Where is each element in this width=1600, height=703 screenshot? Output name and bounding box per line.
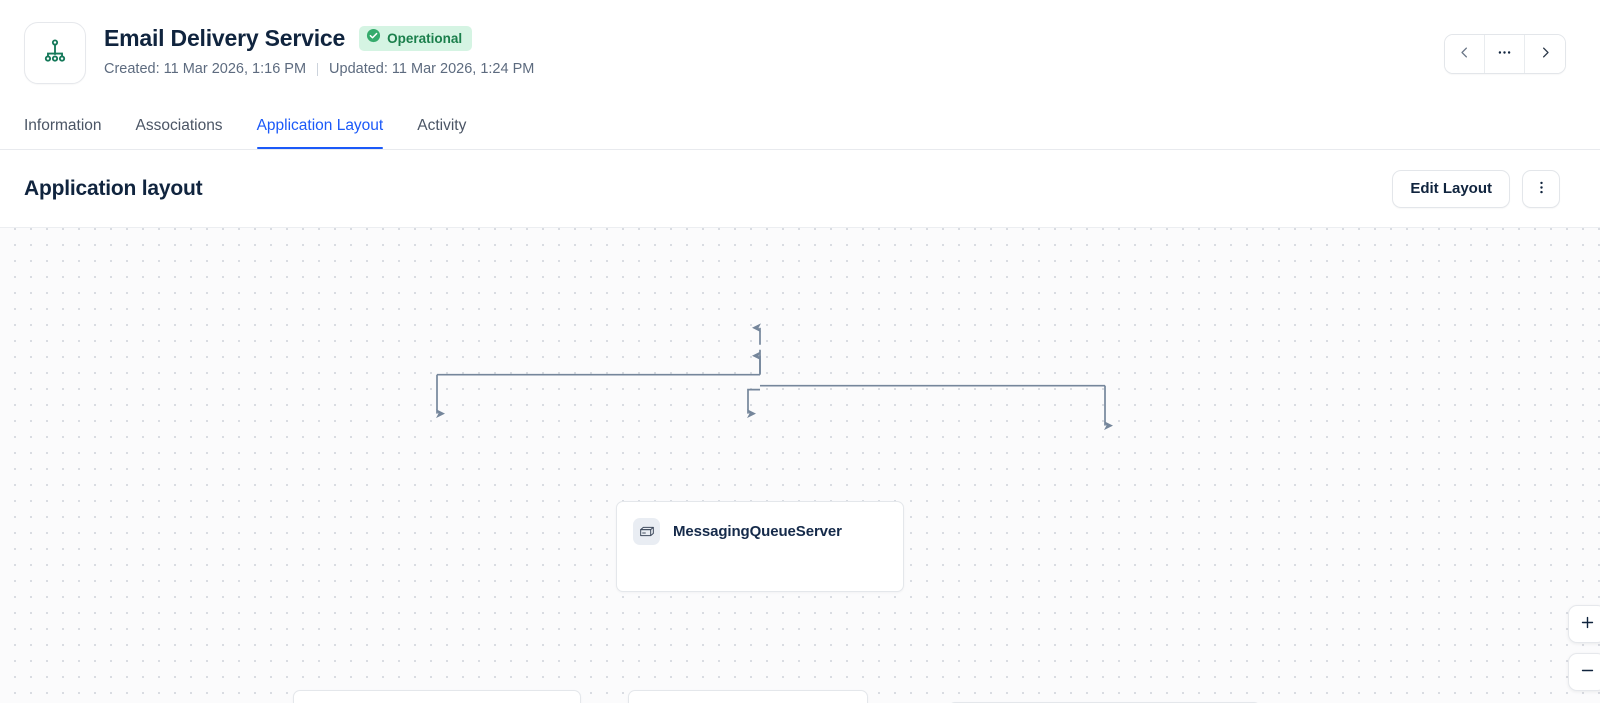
edge-drop-event: [747, 388, 760, 419]
hierarchy-icon: [42, 38, 68, 69]
node-sms-notification-service[interactable]: SMS Notification Service: [293, 690, 581, 703]
node-messaging-queue-server[interactable]: MessagingQueueServer: [616, 501, 904, 592]
status-badge: Operational: [359, 25, 473, 51]
plus-icon: [1579, 614, 1596, 634]
tab-information[interactable]: Information: [24, 116, 102, 134]
application-avatar: [24, 22, 86, 84]
tab-activity[interactable]: Activity: [417, 116, 467, 134]
chevron-right-icon: [1538, 45, 1553, 63]
status-badge-label: Operational: [387, 30, 463, 46]
record-metadata: Created: 11 Mar 2026, 1:16 PM Updated: 1…: [104, 61, 534, 77]
application-layout-canvas[interactable]: MessagingQueueServer SMS Notification Se…: [0, 227, 1600, 703]
canvas-zoom-controls: [1568, 605, 1600, 691]
record-navigation-group: [1444, 34, 1566, 74]
node-header: MessagingQueueServer: [617, 502, 903, 545]
section-bar: Application layout Edit Layout: [0, 150, 1600, 227]
server-box-icon: [633, 518, 660, 545]
edit-layout-button[interactable]: Edit Layout: [1392, 169, 1510, 208]
node-header: SMS Notification Service: [294, 691, 580, 703]
node-label: MessagingQueueServer: [673, 523, 842, 540]
next-record-button[interactable]: [1525, 35, 1565, 73]
tab-associations[interactable]: Associations: [135, 116, 223, 134]
metadata-divider: [317, 62, 319, 76]
previous-record-button[interactable]: [1445, 35, 1485, 73]
node-header: Event Processing Ser…: [629, 691, 867, 703]
chevron-left-icon: [1457, 45, 1472, 63]
page-title: Email Delivery Service: [104, 25, 346, 51]
ellipsis-vertical-icon: [1533, 179, 1550, 199]
tab-bar: Information Associations Application Lay…: [0, 104, 1600, 150]
created-timestamp: Created: 11 Mar 2026, 1:16 PM: [104, 61, 307, 77]
node-event-processing-service[interactable]: Event Processing Ser…: [628, 690, 868, 703]
header-text-block: Email Delivery Service Operational Creat…: [104, 22, 534, 77]
header-actions: [1444, 0, 1576, 74]
section-title: Application layout: [24, 176, 203, 200]
page-header: Email Delivery Service Operational Creat…: [0, 0, 1600, 104]
title-row: Email Delivery Service Operational: [104, 24, 534, 52]
section-actions: Edit Layout: [1392, 169, 1576, 208]
check-circle-icon: [366, 28, 381, 48]
header-identity: Email Delivery Service Operational Creat…: [24, 0, 534, 84]
layout-edges: [436, 323, 1113, 431]
updated-timestamp: Updated: 11 Mar 2026, 1:24 PM: [329, 61, 535, 77]
more-options-button[interactable]: [1485, 35, 1525, 73]
layout-options-button[interactable]: [1522, 169, 1560, 208]
tab-application-layout[interactable]: Application Layout: [256, 104, 383, 149]
minus-icon: [1579, 662, 1596, 682]
zoom-out-button[interactable]: [1568, 653, 1600, 691]
zoom-in-button[interactable]: [1568, 605, 1600, 643]
ellipsis-horizontal-icon: [1496, 44, 1513, 64]
